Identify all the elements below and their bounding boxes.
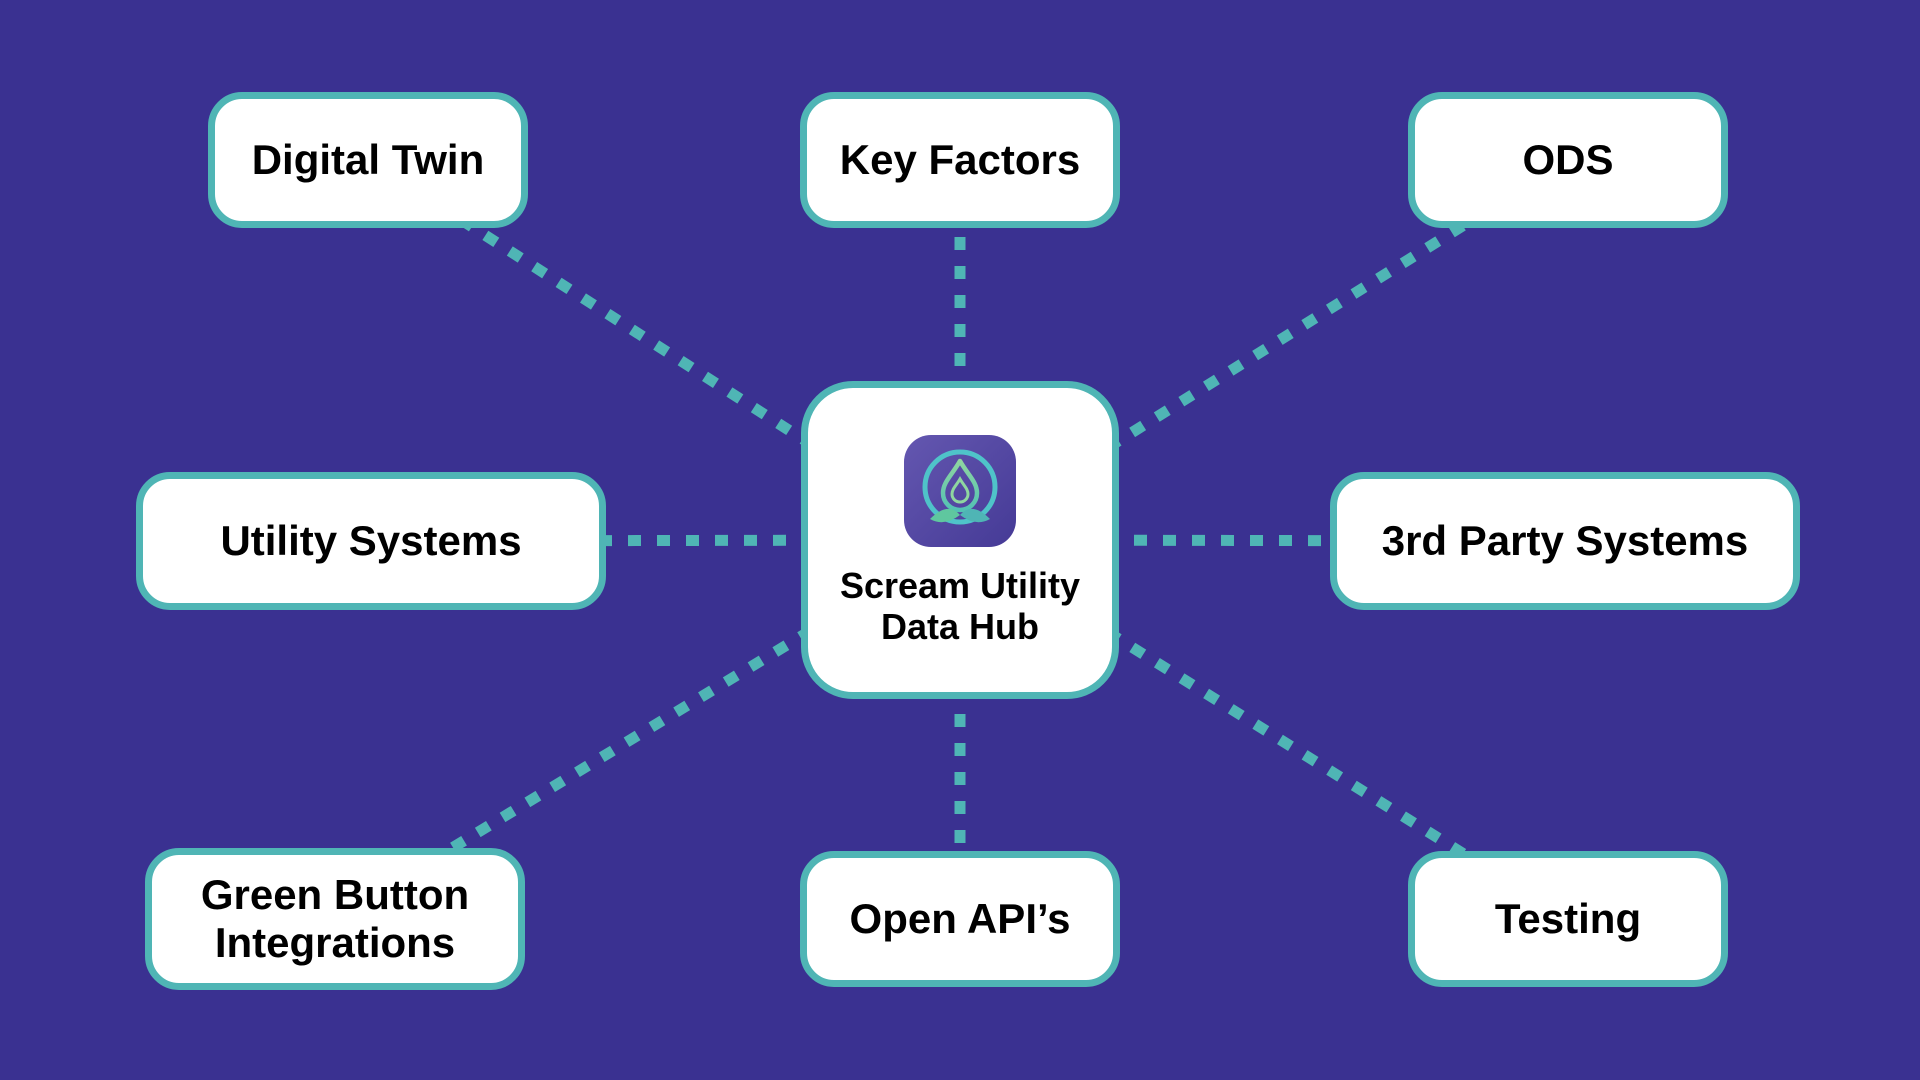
node-digital-twin-label: Digital Twin [251, 135, 485, 183]
node-key-factors-label: Key Factors [839, 135, 1081, 183]
node-open-apis: Open API’s [800, 851, 1120, 987]
node-ods: ODS [1408, 92, 1728, 228]
scream-logo-icon [904, 434, 1016, 547]
node-utility-systems-label: Utility Systems [220, 516, 522, 564]
node-open-apis-label: Open API’s [849, 894, 1071, 942]
node-green-button-integrations-label: Green Button Integrations [200, 870, 470, 966]
node-key-factors: Key Factors [800, 92, 1120, 228]
node-testing: Testing [1408, 851, 1728, 987]
node-third-party-systems: 3rd Party Systems [1330, 472, 1800, 610]
node-testing-label: Testing [1494, 894, 1642, 942]
node-utility-systems: Utility Systems [136, 472, 606, 610]
hub-scream-utility-data-hub: Scream Utility Data Hub [801, 381, 1119, 699]
node-digital-twin: Digital Twin [208, 92, 528, 228]
node-green-button-integrations: Green Button Integrations [145, 848, 525, 990]
node-ods-label: ODS [1522, 135, 1614, 183]
hub-label-line1: Scream Utility [839, 564, 1081, 606]
node-third-party-systems-label: 3rd Party Systems [1381, 516, 1749, 564]
hub-label-line2: Data Hub [880, 606, 1039, 647]
hub-label: Scream Utility Data Hub [840, 565, 1080, 648]
